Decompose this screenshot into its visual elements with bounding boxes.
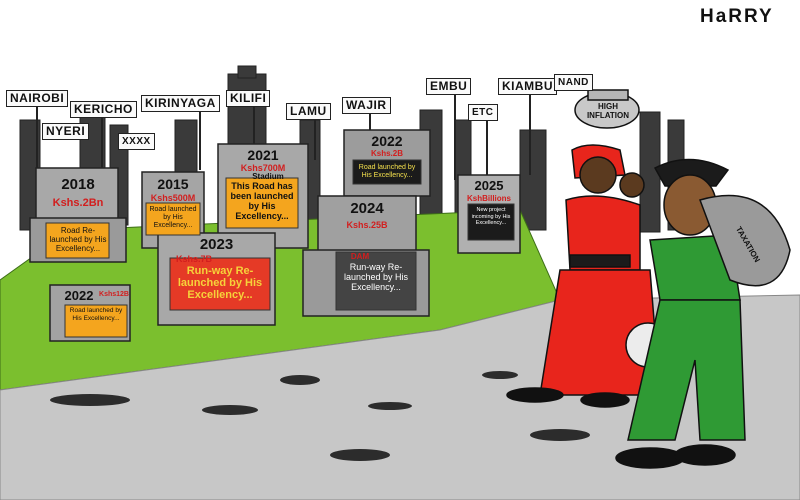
tombstone-note-2023: Run-way Re-launched by His Excellency...	[177, 265, 263, 301]
tombstone-note-2022-top: Road launched by His Excellency...	[358, 164, 416, 179]
tombstone-amount-2022-bottom: Kshs12B	[99, 291, 129, 298]
sign-poles	[36, 90, 531, 180]
tombstone-amount-2023: Kshs.7B	[175, 254, 212, 264]
sign-wajir: WAJIR	[342, 97, 391, 114]
sign-kiambu: KIAMBU	[498, 78, 557, 95]
tombstone-note-2021: This Road has been launched by His Excel…	[230, 181, 294, 221]
tombstone-year-2023: 2023	[199, 236, 234, 253]
tombstone-amount-2025: KshBillions	[466, 194, 511, 203]
sign-nyeri: NYERI	[42, 123, 90, 140]
sign-embu: EMBU	[426, 78, 472, 95]
sign-nand: NAND	[554, 74, 593, 91]
tombstone-amount-2024: Kshs.25B	[346, 220, 388, 230]
tombstone-year-2022-bottom: 2022	[64, 288, 94, 303]
plaques	[45, 159, 515, 338]
man-figure	[615, 158, 791, 469]
tombstone-struck-2021: Stadium	[252, 172, 284, 181]
tombstone-2024	[317, 195, 417, 253]
sign-nairobi: NAIROBI	[6, 90, 69, 107]
woman-figure	[506, 89, 671, 408]
sign-kilifi: KILIFI	[226, 90, 271, 107]
tombstone-amount-2021: Kshs700M	[240, 163, 286, 173]
pot-label: HIGH INFLATION	[586, 102, 630, 120]
tombstone-year-2022-top: 2022	[371, 133, 403, 149]
tombstone-year-2015: 2015	[157, 176, 189, 192]
tombstone-amount-2015: Kshs500M	[150, 193, 196, 203]
tombstone-note-2018: Road Re-launched by His Excellency...	[49, 226, 107, 253]
sign-etc: ETC	[468, 104, 498, 121]
tombstone-year-2018: 2018	[61, 176, 95, 193]
tombstone-year-2025: 2025	[474, 178, 504, 193]
tombstone-year-2024: 2024	[350, 200, 384, 217]
tombstone-note-2025: New project incoming by His Excellency..…	[471, 207, 511, 226]
sign-lamu: LAMU	[286, 103, 331, 120]
tombstone-note-2015: Road launched by His Excellency...	[149, 206, 197, 229]
tombstone-note-2022-bottom: Road launched by His Excellency...	[69, 307, 123, 322]
potholes	[50, 371, 590, 461]
sign-kericho: KERICHO	[70, 101, 137, 118]
tombstone-year-2021: 2021	[247, 147, 279, 163]
tombstone-amount-2022-top: Kshs.2B	[370, 149, 403, 158]
sign-xxxx: XXXX	[118, 133, 155, 150]
tombstone-note-2024: Run-way Re-launched by His Excellency...	[343, 262, 409, 292]
tombstone-struck-2024: DAM	[350, 252, 370, 261]
artist-signature: HaRRY	[700, 6, 774, 27]
sign-kirinyaga: KIRINYAGA	[141, 95, 220, 112]
tombstone-amount-2018: Kshs.2Bn	[52, 197, 104, 209]
